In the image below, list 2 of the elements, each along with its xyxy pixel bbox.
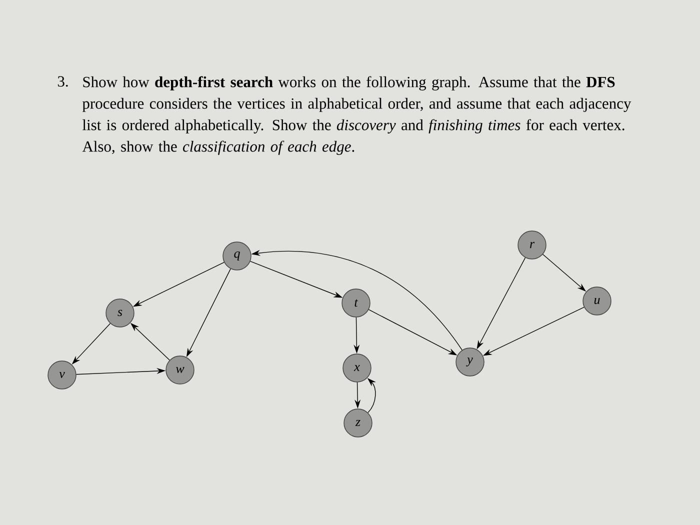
question-text: Show how depth-first search works on the following graph. Assume that the DFS procedure considers the vertices in alphabetical order, and assume that each adjacency list is ordered alphabetically. Show the discovery and finishing times for each vertex. Also, show the classification of each edge. xyxy=(82,76,632,155)
question-number: 3. xyxy=(58,76,68,87)
